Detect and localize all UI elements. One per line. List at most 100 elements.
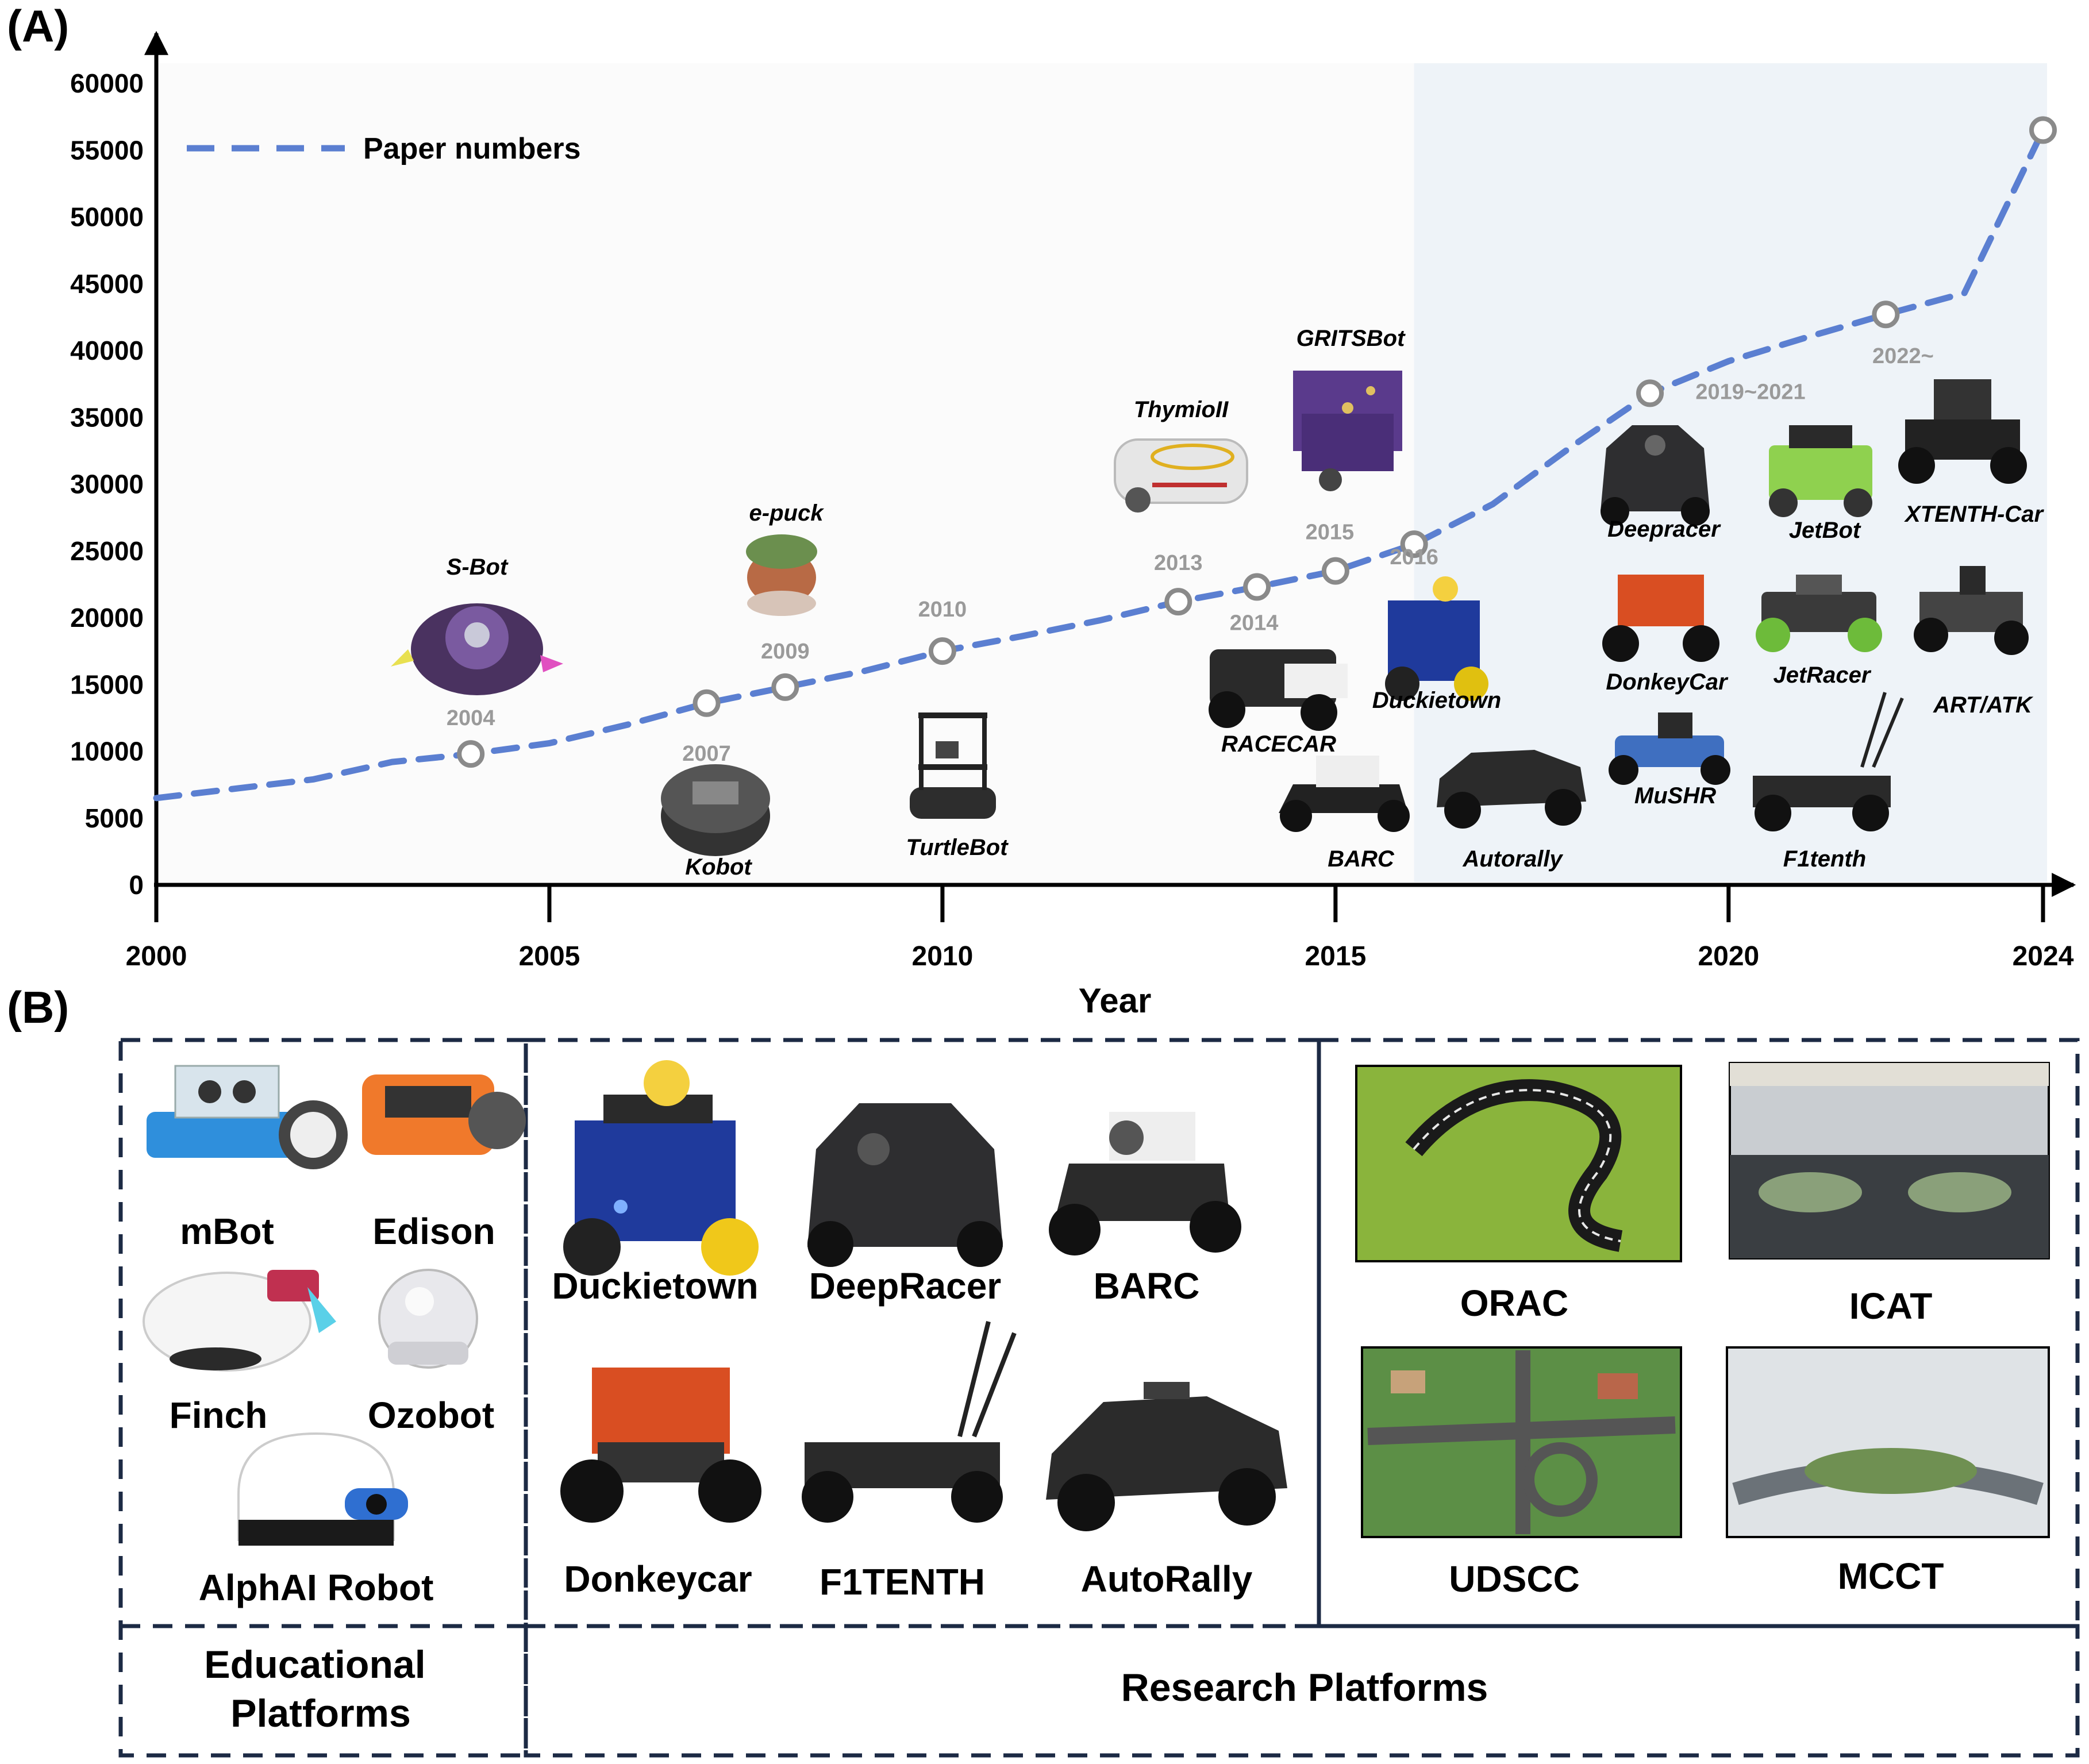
donkeycar-car-icon (560, 1368, 761, 1523)
donkeycar-car-icon (1602, 575, 1719, 662)
finch-robot-icon (143, 1270, 336, 1372)
x-tick-label: 2010 (912, 941, 974, 972)
milestone-year-label: 2022~ (1872, 344, 1934, 368)
milestone-year-label: 2010 (918, 598, 967, 622)
robot-label-thymio: ThymioII (1134, 397, 1229, 422)
robot-label-jetracer: JetRacer (1773, 663, 1871, 688)
robot-label-jetbot: JetBot (1789, 518, 1861, 543)
barc-car-icon (1279, 756, 1410, 832)
milestone-year-label: 2016 (1390, 545, 1438, 569)
duckiebot-car-icon (1385, 576, 1488, 701)
art-atk-car-icon (1914, 566, 2029, 655)
thymio-robot-icon (1114, 438, 1248, 513)
label-mcct: MCCT (1838, 1555, 1944, 1597)
y-tick-label: 50000 (70, 202, 144, 232)
robot-label-f1tenth: F1tenth (1783, 846, 1866, 872)
deepracer-car-icon (1601, 425, 1710, 526)
label-orac: ORAC (1460, 1282, 1568, 1324)
milestone-marker (1321, 557, 1349, 585)
label-edison: Edison (372, 1211, 495, 1252)
educational-box (118, 1038, 528, 1758)
x-tick-label: 2000 (126, 941, 187, 972)
milestone-marker (2029, 116, 2057, 144)
label-donkeycar: Donkeycar (564, 1558, 752, 1600)
robot-label-art-atk: ART/ATK (1933, 692, 2034, 718)
duckiebot-car-icon (563, 1060, 759, 1276)
miniature-city-image (1726, 1346, 2050, 1538)
y-tick-label: 25000 (70, 536, 144, 566)
milestone-marker (1636, 379, 1664, 407)
label-udscc: UDSCC (1449, 1558, 1580, 1600)
robot-label-mushr: MuSHR (1634, 783, 1716, 808)
x-tick-label: 2020 (1698, 941, 1759, 972)
y-tick-label: 55000 (70, 135, 144, 165)
milestone-year-label: 2014 (1230, 611, 1279, 635)
label-barc: BARC (1094, 1265, 1200, 1307)
alphai-robot-icon (237, 1432, 408, 1546)
f1tenth-car-icon (1753, 692, 1904, 831)
x-ticks: 2000 2005 2010 2015 2020 2024 (126, 885, 2074, 972)
robot-illustrations: S-Bot Kobot e-puck (391, 326, 2044, 880)
y-tick-label: 20000 (70, 603, 144, 633)
milestone-marker (1243, 573, 1271, 601)
educational-group-label-line2: Platforms (230, 1692, 411, 1735)
research-group-label: Research Platforms (1121, 1666, 1488, 1709)
robot-label-gritsbot: GRITSBot (1297, 326, 1406, 351)
x-tick-label: 2015 (1305, 941, 1366, 972)
y-tick-label: 40000 (70, 336, 144, 365)
milestone-marker (928, 637, 956, 665)
robot-label-s-bot: S-Bot (447, 554, 509, 580)
y-tick-label: 10000 (70, 737, 144, 767)
edison-robot-icon (362, 1074, 526, 1155)
label-ozobot: Ozobot (368, 1395, 494, 1436)
y-tick-label: 15000 (70, 669, 144, 699)
series-line-paper-numbers (153, 126, 2046, 802)
milestone-year-label: 2009 (761, 640, 810, 664)
robot-label-barc: BARC (1328, 846, 1395, 872)
milestone-year-label: 2019~2021 (1695, 380, 1805, 404)
robot-label-e-puck: e-puck (749, 500, 825, 526)
robot-label-deepracer: Deepracer (1607, 517, 1721, 542)
robot-label-racecar: RACECAR (1221, 731, 1336, 757)
milestone-year-label: 2007 (682, 742, 731, 766)
milestone-marker (457, 740, 485, 768)
x-tick-label: 2005 (519, 941, 580, 972)
milestone-year-label: 2015 (1306, 521, 1355, 545)
panel-b: mBot Edison Finch Ozobot AlphAI Robot (118, 1038, 2080, 1758)
milestone-markers: 200420072009201020132014201520162019~202… (447, 116, 2057, 768)
ozobot-robot-icon (378, 1269, 478, 1369)
robot-label-xtenth-car: XTENTH-Car (1904, 502, 2044, 527)
label-icat: ICAT (1849, 1285, 1933, 1327)
legend-label: Paper numbers (363, 132, 581, 165)
y-tick-label: 5000 (85, 803, 144, 833)
educational-group-label-line1: Educational (204, 1643, 425, 1686)
s-bot-robot-icon (391, 603, 563, 695)
y-tick-label: 35000 (70, 402, 144, 432)
milestone-marker (771, 673, 799, 701)
panel-b-letter: (B) (7, 982, 69, 1033)
x-axis-label: Year (1079, 981, 1152, 1020)
mbot-robot-icon (147, 1065, 348, 1169)
autorally-car-icon (1046, 1382, 1287, 1531)
robot-label-turtlebot: TurtleBot (906, 835, 1009, 860)
label-duckietown: Duckietown (552, 1265, 758, 1307)
highlight-region (1414, 63, 2047, 882)
label-mbot: mBot (180, 1211, 274, 1252)
research-platforms-box (524, 1624, 2080, 1758)
y-tick-label: 60000 (70, 68, 144, 98)
deepracer-car-icon (807, 1103, 1003, 1267)
label-f1tenth: F1TENTH (820, 1561, 985, 1603)
f1tenth-car-icon (802, 1321, 1017, 1523)
kobot-robot-icon (661, 764, 770, 856)
robot-label-donkeycar: DonkeyCar (1606, 669, 1729, 695)
barc-car-icon (1049, 1112, 1241, 1255)
x-tick-label: 2024 (2013, 941, 2074, 972)
gritsbot-robot-icon (1293, 371, 1402, 491)
turtlebot-robot-icon (910, 712, 996, 819)
label-finch: Finch (170, 1395, 268, 1436)
y-tick-label: 0 (129, 870, 144, 900)
y-ticks: 0500010000150002000025000300003500040000… (70, 68, 144, 900)
city-model-image (1361, 1346, 1682, 1538)
label-deepracer: DeepRacer (809, 1265, 1001, 1307)
